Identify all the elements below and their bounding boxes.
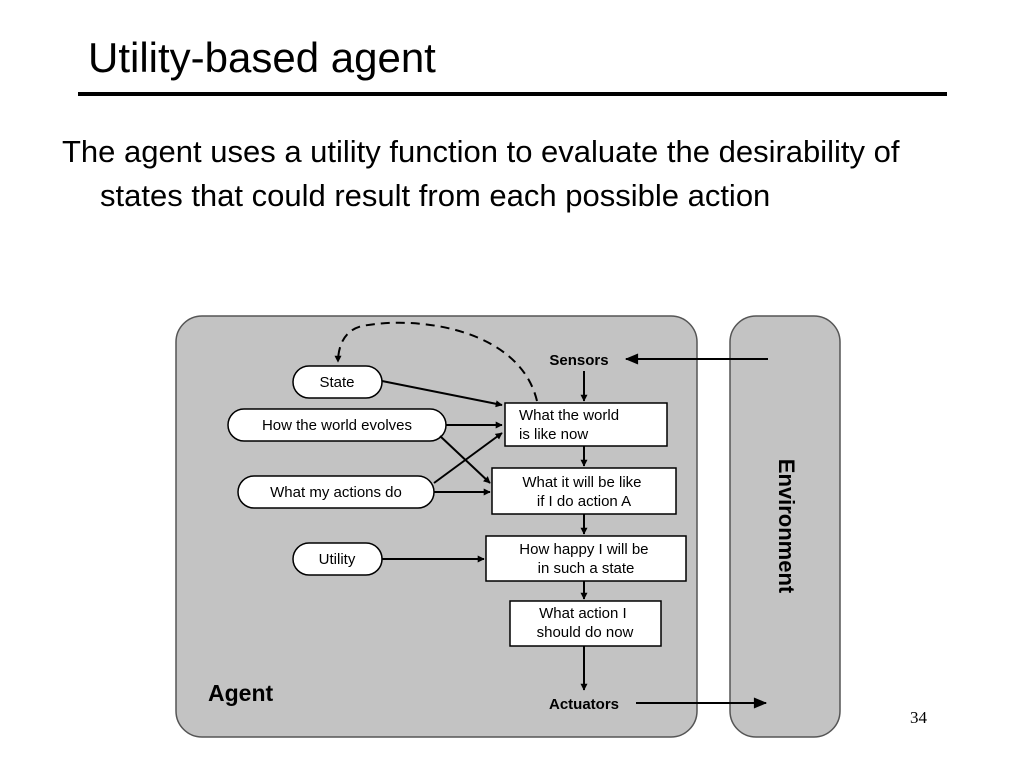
happy-box [485, 535, 687, 582]
environment-panel [729, 315, 841, 738]
diagram-arrows [334, 321, 768, 709]
happy-line-1: How happy I will be [519, 541, 648, 558]
if-action-text: What it will be like if I do action A [522, 474, 645, 510]
action-now-text: What action I should do now [537, 605, 634, 641]
slide-title: Utility-based agent [88, 34, 436, 81]
feedback-dashed-arrow [334, 321, 538, 402]
slide-body: The agent uses a utility function to eva… [62, 130, 962, 218]
if-action-line-1: What it will be like [522, 474, 641, 491]
world-now-line-2: is like now [519, 426, 588, 443]
title-underline [78, 92, 947, 96]
sensors-label: Sensors [549, 352, 608, 369]
agent-panel [175, 315, 698, 738]
world-now-line-1: What the world [519, 407, 619, 424]
if-action-line-2: if I do action A [537, 493, 631, 510]
agent-label: Agent [208, 680, 274, 706]
actions-do-node-label: What my actions do [270, 484, 402, 501]
happy-line-2: in such a state [538, 560, 635, 577]
state-to-world-now-arrow [381, 380, 503, 408]
action-now-line-1: What action I [539, 605, 627, 622]
actuators-label: Actuators [549, 696, 619, 713]
actions-do-to-world-now-arrow [433, 432, 503, 484]
state-node-label: State [319, 374, 354, 391]
action-now-box [509, 600, 662, 647]
utility-node-label: Utility [319, 551, 356, 568]
bullet-text: The agent uses a utility function to eva… [62, 134, 900, 213]
page-number: 34 [910, 708, 927, 727]
world-now-text: What the world is like now [519, 407, 623, 443]
world-now-box [504, 402, 668, 447]
if-action-box [491, 467, 677, 515]
environment-label: Environment [774, 459, 799, 594]
action-now-line-2: should do now [537, 624, 634, 641]
happy-text: How happy I will be in such a state [519, 541, 652, 577]
world-evolves-node-label: How the world evolves [262, 417, 412, 434]
